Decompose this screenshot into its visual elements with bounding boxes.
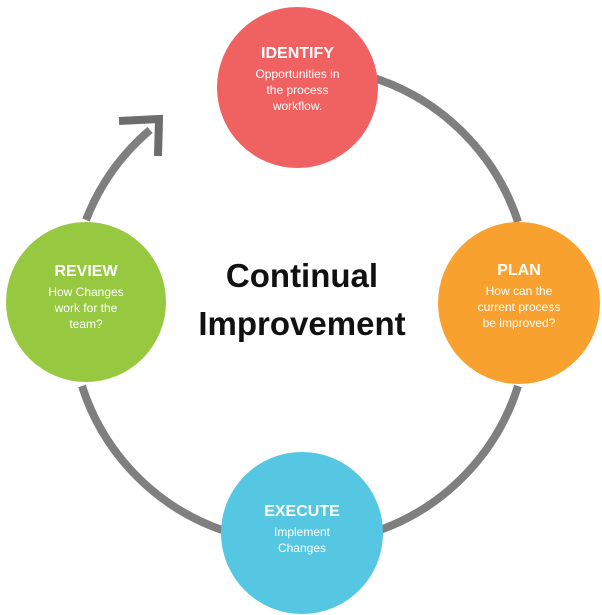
connector-execute-to-review <box>78 384 224 534</box>
step-review: REVIEW How Changes work for the team? <box>6 222 166 382</box>
step-identify: IDENTIFY Opportunities in the process wo… <box>217 7 378 168</box>
arrowhead-icon <box>118 114 164 157</box>
step-identify-title: IDENTIFY <box>261 44 334 62</box>
step-review-title: REVIEW <box>54 263 118 280</box>
connector-identify-to-plan <box>372 74 522 224</box>
step-identify-description: Opportunities in the process workflow. <box>255 66 340 113</box>
step-plan: PLAN How can the current process be impr… <box>438 222 600 384</box>
step-execute-title: EXECUTE <box>264 503 340 520</box>
step-plan-title: PLAN <box>497 262 541 279</box>
step-review-description: How Changes work for the team? <box>48 285 124 331</box>
step-execute-description: Implement Changes <box>273 525 331 555</box>
connector-plan-to-execute <box>378 384 522 534</box>
center-title: Continual Improvement <box>198 257 406 342</box>
connector-review-to-identify <box>82 126 153 222</box>
step-execute: EXECUTE Implement Changes <box>221 452 383 614</box>
step-plan-description: How can the current process be improved? <box>477 284 561 330</box>
